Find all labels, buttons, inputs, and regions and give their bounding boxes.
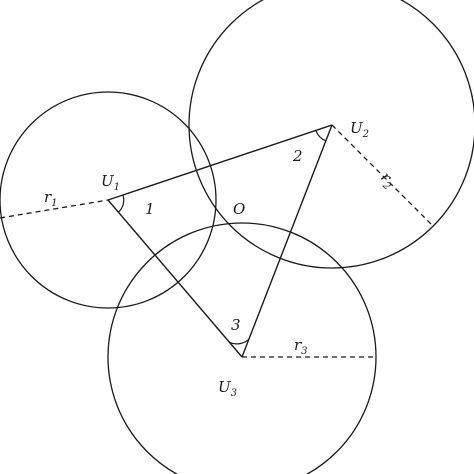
angle-arc-1 <box>117 194 125 213</box>
label-angle-1: 1 <box>145 200 155 218</box>
label-point-o: O <box>233 200 245 218</box>
label-u2: U2 <box>350 119 369 140</box>
label-r3: r3 <box>294 336 308 357</box>
angle-arc-2 <box>315 130 327 142</box>
side-u1-u2 <box>107 124 333 201</box>
label-u3: U3 <box>218 378 237 399</box>
side-u1-u3 <box>107 199 243 358</box>
side-u2-u3 <box>241 124 333 358</box>
circle-u2 <box>188 0 474 269</box>
label-r1: r1 <box>44 188 58 209</box>
radius-r1 <box>0 199 109 219</box>
label-angle-3: 3 <box>231 316 241 334</box>
circle-u1 <box>0 91 217 309</box>
radius-r2 <box>331 124 433 226</box>
label-u1: U1 <box>101 172 120 193</box>
angle-arc-3 <box>229 338 250 345</box>
circle-u3 <box>107 222 377 474</box>
label-angle-2: 2 <box>292 147 303 165</box>
